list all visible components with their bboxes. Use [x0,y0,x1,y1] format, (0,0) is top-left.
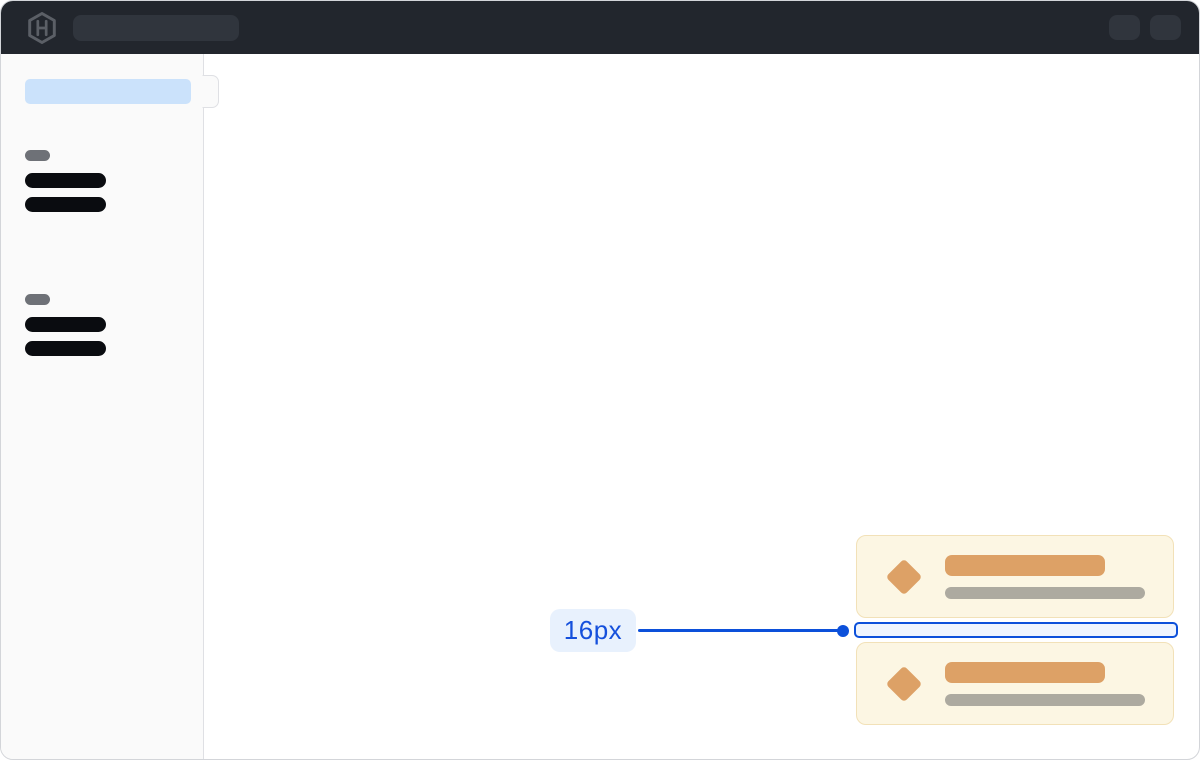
spacing-callout-dot [837,625,849,637]
card-text-skeleton [945,661,1145,706]
card-subtitle-skeleton [945,693,1145,706]
sidebar-item-skeleton[interactable] [25,173,106,188]
spacing-callout-line [638,629,841,632]
card-subtitle-skeleton [945,586,1145,599]
sidebar-section-label-skeleton [25,150,50,161]
sidebar-selected-item-skeleton[interactable] [25,79,191,104]
spacing-measure-rect [854,622,1178,638]
sidebar-item-skeleton[interactable] [25,197,106,212]
list-card [856,535,1174,618]
sidebar-item-skeleton[interactable] [25,317,106,332]
sidebar-item-skeleton[interactable] [25,341,106,356]
search-input-skeleton[interactable] [73,14,239,41]
card-title-skeleton [945,554,1105,576]
sidebar-collapse-toggle[interactable] [202,75,219,108]
account-button-skeleton[interactable] [1150,15,1181,40]
sidebar-section-label-skeleton [25,294,50,305]
sidebar [1,54,204,759]
spacing-label: 16px [550,609,636,652]
diamond-icon [885,665,922,702]
card-text-skeleton [945,554,1145,599]
help-button-skeleton[interactable] [1109,15,1140,40]
top-nav-bar [1,1,1199,54]
hashicorp-logo-icon [28,11,56,44]
diamond-icon [885,558,922,595]
card-title-skeleton [945,661,1105,683]
list-card [856,642,1174,725]
